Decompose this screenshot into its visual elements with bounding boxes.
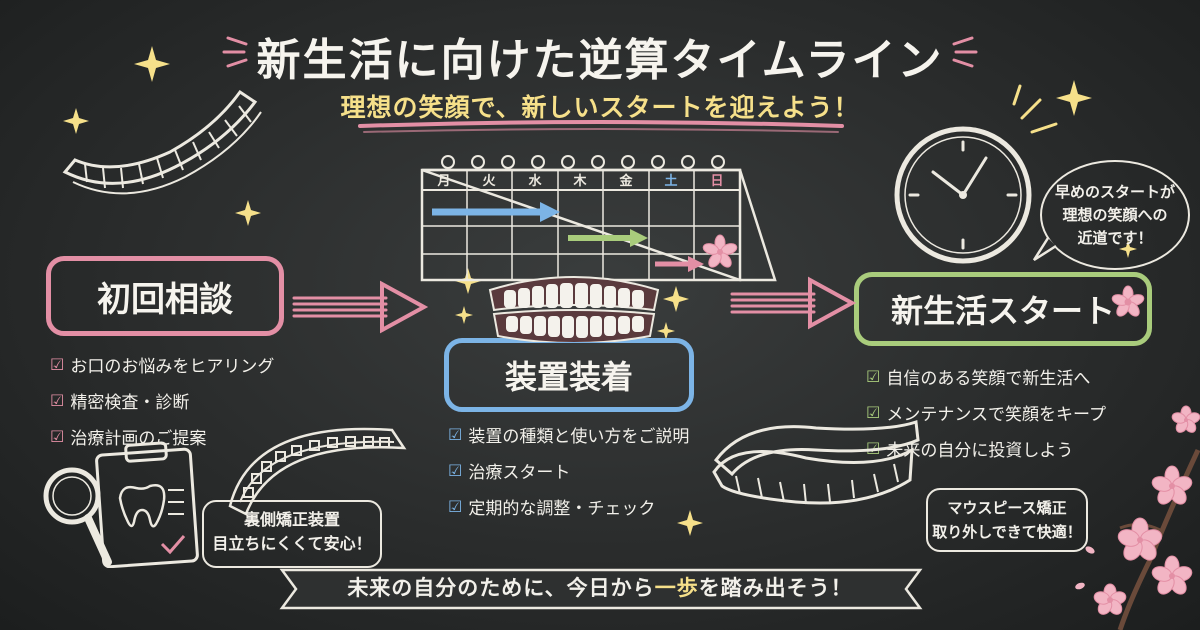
arrow-icon (292, 280, 429, 334)
check-icon: ☑ (50, 355, 65, 374)
list-item: ☑治療計画のご提案 (50, 427, 207, 449)
bubble-line: 理想の笑顔への (1062, 205, 1168, 224)
footer-banner: 未来の自分のために、今日から一歩を踏み出そう！ (300, 568, 900, 608)
step-consultation-list: ☑お口のお悩みをヒアリング ☑精密検査・診断 ☑治療計画のご提案 (50, 352, 274, 460)
arrow-icon (432, 202, 704, 272)
calendar-day: 金 (618, 173, 633, 189)
braces-icon (228, 427, 407, 516)
step-device-list: ☑装置の種類と使い方をご説明 ☑治療スタート ☑定期的な調整・チェック (448, 422, 689, 530)
note-line: マウスピース矯正 (947, 499, 1067, 517)
calendar-icon: 月 火 水 木 金 土 日 (420, 155, 777, 282)
note-line: 取り外しできて快適！ (932, 523, 1082, 541)
note-line: 裏側矯正装置 (243, 510, 340, 529)
note-line: 目立ちにくくて安心！ (212, 534, 372, 553)
list-item: ☑お口のお悩みをヒアリング (50, 355, 275, 377)
cherry-blossom-icon (1111, 285, 1145, 317)
page-subtitle: 理想の笑顔で、新しいスタートを迎えよう！ (340, 93, 860, 122)
aligner-note: マウスピース矯正 取り外しできて快適！ (926, 488, 1088, 552)
list-item: ☑自信のある笑顔で新生活へ (866, 367, 1091, 389)
speech-bubble-tip: 早めのスタートが 理想の笑顔への 近道です！ (1040, 160, 1190, 270)
calendar-day: 土 (664, 173, 677, 189)
teeth-icon (488, 276, 660, 342)
cherry-blossom-icon (1075, 405, 1200, 630)
list-item: ☑メンテナンスで笑顔をキープ (866, 403, 1106, 425)
check-icon: ☑ (448, 461, 463, 480)
calendar-day: 水 (528, 173, 542, 189)
banner-ribbon (279, 568, 923, 610)
banner-emphasis: 一歩 (654, 576, 699, 600)
calendar-day: 月 (436, 174, 450, 189)
clock-icon (894, 126, 1032, 264)
check-icon: ☑ (866, 403, 881, 422)
calendar-day: 日 (710, 174, 723, 189)
aligner-icon (62, 89, 262, 195)
bubble-line: 早めのスタートが (1054, 182, 1175, 201)
check-icon: ☑ (448, 497, 463, 516)
step-new-life-list: ☑自信のある笑顔で新生活へ ☑メンテナンスで笑顔をキープ ☑未来の自分に投資しよ… (866, 364, 1106, 472)
step-device-fitting: 装置装着 (444, 338, 694, 412)
banner-text: 未来の自分のために、今日から (347, 576, 655, 600)
list-item: ☑治療スタート (448, 461, 571, 483)
step-consultation: 初回相談 (46, 256, 284, 336)
check-icon: ☑ (866, 367, 881, 386)
cherry-blossom-icon (702, 234, 738, 268)
calendar-day: 火 (482, 174, 496, 189)
list-item: ☑定期的な調整・チェック (448, 497, 656, 519)
clipboard-icon (95, 441, 199, 568)
calendar-day: 木 (572, 173, 587, 189)
bubble-line: 近道です！ (1077, 228, 1153, 247)
step-new-life: 新生活スタート (854, 272, 1152, 346)
check-icon: ☑ (50, 391, 65, 410)
check-icon: ☑ (448, 425, 463, 444)
arrow-icon (730, 276, 857, 330)
bubble-tail (1032, 237, 1057, 262)
page-title: 新生活に向けた逆算タイムライン (256, 35, 944, 86)
check-icon: ☑ (50, 427, 65, 446)
aligner-icon (712, 419, 920, 505)
list-item: ☑装置の種類と使い方をご説明 (448, 425, 690, 447)
list-item: ☑精密検査・診断 (50, 391, 190, 413)
braces-note: 裏側矯正装置 目立ちにくくて安心！ (202, 500, 382, 568)
banner-text: を踏み出そう！ (698, 576, 853, 600)
